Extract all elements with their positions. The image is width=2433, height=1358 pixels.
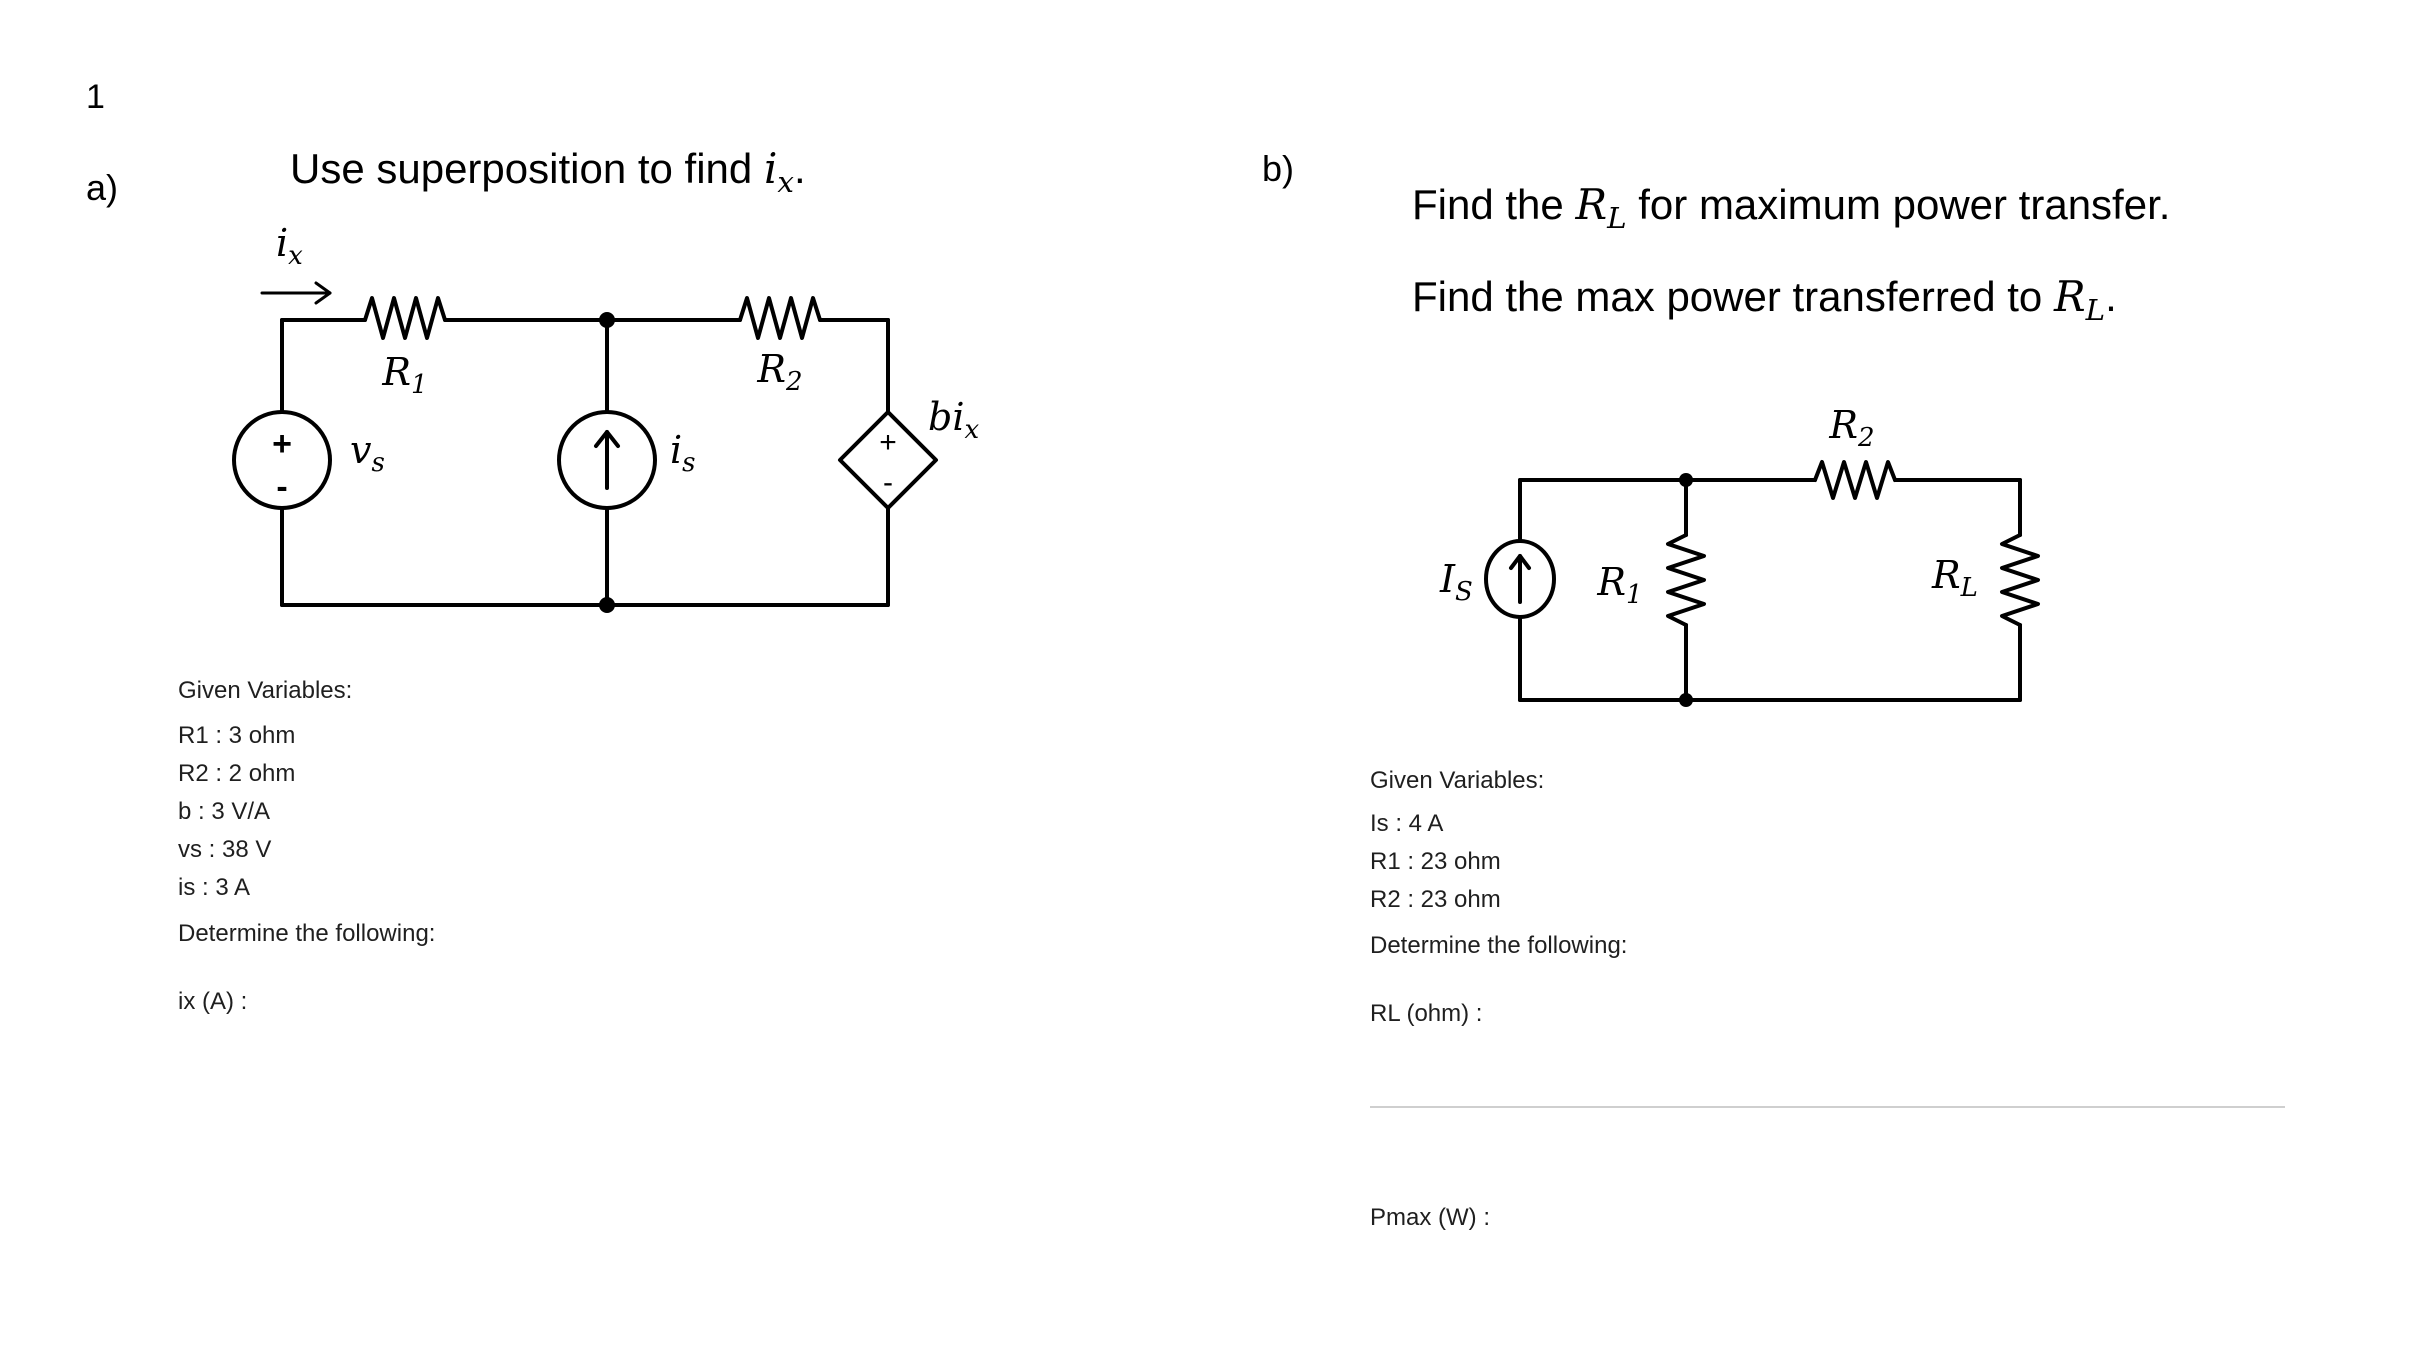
junction-bottom xyxy=(1679,693,1693,707)
part-b-label: b) xyxy=(1262,148,1295,189)
is-label-main: I xyxy=(1439,557,1456,601)
part-b-circuit-diagram: IS R1 R2 RL xyxy=(1439,403,2040,707)
part-b-title-2-text: Find the max power transferred to xyxy=(1412,273,2054,320)
is-label-sub: S xyxy=(1455,577,1473,607)
part-b-title-2: Find the max power transferred to RL. xyxy=(1412,272,2117,327)
dependent-voltage-source xyxy=(838,410,938,510)
part-b-answer-pmax[interactable]: Pmax (W) : xyxy=(1370,1204,1490,1231)
part-b-given-r1: R1 : 23 ohm xyxy=(1370,848,1501,875)
resistor-r1 xyxy=(1666,533,1706,627)
part-b-title-1: Find the RL for maximum power transfer. xyxy=(1412,180,2170,235)
vs-label-main: v xyxy=(350,428,372,472)
part-a-title-sub: x xyxy=(777,164,794,199)
r1-label-sub: 1 xyxy=(411,370,428,400)
vs-label: vs xyxy=(350,428,385,478)
part-b-title-2-var: R xyxy=(2053,272,2086,321)
dep-plus-sign: + xyxy=(879,426,897,459)
current-source-is xyxy=(557,410,657,510)
dep-source-label-sub: x xyxy=(964,415,979,445)
part-a-answer-ix[interactable]: ix (A) : xyxy=(178,988,248,1015)
r2-label: R2 xyxy=(756,347,802,397)
part-a-title-var: i xyxy=(763,144,778,193)
ix-arrow-head xyxy=(314,281,332,305)
part-b-title-1-text: Find the xyxy=(1412,181,1576,228)
part-b-given-heading: Given Variables: xyxy=(1370,767,1545,794)
is-label-sub: s xyxy=(682,448,695,478)
resistor-r2 xyxy=(1813,460,1897,500)
part-a-given-r2: R2 : 2 ohm xyxy=(178,760,296,787)
voltage-source-vs xyxy=(232,410,332,510)
ix-label-sub: x xyxy=(288,241,303,271)
junction-top xyxy=(1679,473,1693,487)
part-b-answer-rl[interactable]: RL (ohm) : xyxy=(1370,1000,1483,1027)
r1-label-sub: 1 xyxy=(1626,580,1643,610)
rl-label-main: R xyxy=(1931,553,1961,597)
part-b-title-1-sub: L xyxy=(1607,200,1627,235)
part-a-title-end: . xyxy=(793,145,806,192)
r2-label-sub: 2 xyxy=(785,367,803,397)
part-b-determine-heading: Determine the following: xyxy=(1370,932,1628,959)
junction-top xyxy=(599,312,615,328)
r2-label: R2 xyxy=(1828,403,1874,453)
resistor-r2 xyxy=(738,296,822,340)
part-b-title-1-var: R xyxy=(1575,180,1608,229)
resistor-rl xyxy=(2000,533,2040,627)
vs-label-sub: s xyxy=(371,448,384,478)
part-a-given-heading: Given Variables: xyxy=(178,677,353,704)
dep-source-label: bix xyxy=(928,395,979,445)
junction-bottom xyxy=(599,597,615,613)
r2-label-main: R xyxy=(1828,403,1858,447)
answer-divider xyxy=(1370,1106,2285,1108)
part-b-title-2-end: . xyxy=(2105,273,2117,320)
current-arrow-head xyxy=(594,430,620,448)
r1-label: R1 xyxy=(381,350,427,400)
ix-label-main: i xyxy=(276,221,288,265)
part-a-given-b: b : 3 V/A xyxy=(178,798,271,825)
part-b-given-r2: R2 : 23 ohm xyxy=(1370,886,1501,913)
part-b-given-is: Is : 4 A xyxy=(1370,810,1444,837)
dep-minus-sign: - xyxy=(883,466,893,499)
vs-minus-sign: - xyxy=(276,468,287,506)
part-a-title-text: Use superposition to find xyxy=(290,145,764,192)
part-a-given-is: is : 3 A xyxy=(178,874,251,901)
part-a-title: Use superposition to find ix. xyxy=(290,144,806,199)
r1-label: R1 xyxy=(1596,560,1642,610)
is-label: is xyxy=(670,428,696,478)
part-b-title-2-sub: L xyxy=(2085,292,2106,327)
ix-label: ix xyxy=(276,221,303,271)
r1-label-main: R xyxy=(381,350,411,394)
part-b-title-1-end: for maximum power transfer. xyxy=(1626,181,2171,228)
current-source-is xyxy=(1484,539,1556,619)
r1-label-main: R xyxy=(1596,560,1626,604)
is-arrow-head xyxy=(1509,554,1531,570)
r2-label-sub: 2 xyxy=(1857,423,1875,453)
rl-label: RL xyxy=(1931,553,1978,603)
is-label: IS xyxy=(1439,557,1473,607)
rl-label-sub: L xyxy=(1960,573,1978,603)
resistor-r1 xyxy=(363,296,447,340)
dep-source-label-main: bi xyxy=(928,395,964,439)
part-a-circuit-diagram: + - + - ix R1 R2 vs is bix xyxy=(232,221,979,613)
r2-label-main: R xyxy=(756,347,786,391)
part-a-label: a) xyxy=(86,167,119,208)
part-a-determine-heading: Determine the following: xyxy=(178,920,436,947)
page-number: 1 xyxy=(86,78,105,116)
part-a-given-r1: R1 : 3 ohm xyxy=(178,722,296,749)
is-label-main: i xyxy=(670,428,682,472)
vs-plus-sign: + xyxy=(272,425,292,463)
part-a-given-vs: vs : 38 V xyxy=(178,836,272,863)
